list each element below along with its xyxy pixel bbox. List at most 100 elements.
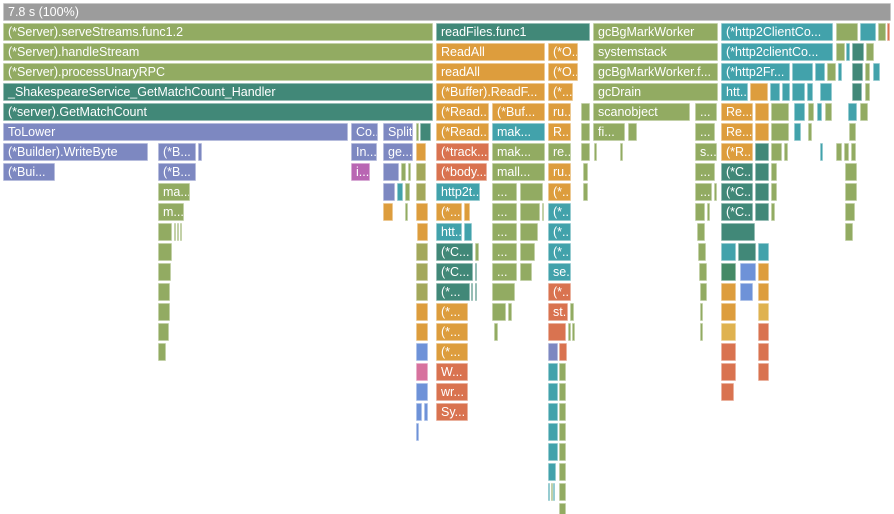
frame-cell[interactable]: http2t... [436, 183, 480, 201]
frame-cell[interactable] [548, 323, 566, 341]
frame-cell[interactable] [738, 243, 756, 261]
frame-cell[interactable] [755, 123, 769, 141]
frame-cell[interactable] [844, 143, 849, 161]
frame-cell[interactable] [548, 423, 558, 441]
frame-cell[interactable] [559, 383, 566, 401]
frame-cell[interactable] [755, 103, 769, 121]
frame-cell[interactable] [860, 103, 868, 121]
frame-cell[interactable] [581, 103, 590, 121]
frame-cell[interactable]: (*... [548, 283, 571, 301]
frame-cell[interactable]: gcBgMarkWorker.f... [593, 63, 718, 81]
frame-cell[interactable]: (*Read... [436, 123, 489, 141]
frame-cell[interactable]: (*B... [158, 143, 196, 161]
frame-cell[interactable] [548, 383, 558, 401]
frame-cell[interactable] [416, 143, 426, 161]
frame-cell[interactable] [401, 163, 406, 181]
frame-cell[interactable]: ... [492, 223, 517, 241]
frame-cell[interactable] [887, 23, 890, 41]
frame-cell[interactable] [846, 43, 850, 61]
frame-cell[interactable]: Split [383, 123, 413, 141]
frame-cell[interactable] [808, 103, 814, 121]
frame-cell[interactable] [721, 363, 736, 381]
frame-cell[interactable] [750, 83, 768, 101]
frame-cell[interactable] [158, 263, 171, 281]
frame-cell[interactable]: (*R... [721, 143, 753, 161]
frame-cell[interactable]: gcDrain [593, 83, 718, 101]
frame-cell[interactable] [700, 283, 707, 301]
frame-cell[interactable] [758, 303, 769, 321]
frame-cell[interactable] [758, 243, 769, 261]
frame-cell[interactable] [770, 83, 780, 101]
frame-cell[interactable]: (*... [548, 243, 571, 261]
frame-cell[interactable]: ma... [158, 183, 190, 201]
frame-cell[interactable] [845, 163, 857, 181]
frame-cell[interactable] [548, 443, 558, 461]
frame-cell[interactable] [771, 123, 789, 141]
frame-cell[interactable]: (*Server).handleStream [3, 43, 433, 61]
frame-cell[interactable]: st... [548, 303, 568, 321]
frame-cell[interactable]: (*... [436, 343, 468, 361]
frame-cell[interactable]: (*... [436, 283, 470, 301]
frame-cell[interactable]: (*C... [436, 243, 473, 261]
frame-cell[interactable]: (*C... [721, 163, 753, 181]
frame-cell[interactable] [721, 383, 734, 401]
frame-cell[interactable] [721, 243, 736, 261]
frame-cell[interactable] [721, 323, 736, 341]
frame-cell[interactable] [158, 223, 172, 241]
frame-cell[interactable]: (*Builder).WriteByte [3, 143, 148, 161]
frame-cell[interactable]: m... [158, 203, 184, 221]
frame-cell[interactable]: mak... [492, 123, 545, 141]
frame-cell[interactable] [174, 223, 176, 241]
frame-cell[interactable] [548, 363, 558, 381]
frame-cell[interactable] [158, 243, 172, 261]
frame-cell[interactable]: (*C... [721, 183, 753, 201]
frame-cell[interactable] [559, 403, 566, 421]
frame-cell[interactable]: (*Server).processUnaryRPC [3, 63, 433, 81]
frame-cell[interactable] [827, 63, 836, 81]
frame-cell[interactable]: (*B... [158, 163, 196, 181]
frame-cell[interactable]: htt... [721, 83, 748, 101]
frame-cell[interactable] [471, 283, 473, 301]
frame-cell[interactable] [721, 283, 736, 301]
frame-cell[interactable] [416, 423, 419, 441]
frame-cell[interactable] [548, 483, 550, 501]
frame-cell[interactable]: mak... [492, 143, 545, 161]
frame-cell[interactable]: (*... [436, 323, 468, 341]
frame-cell[interactable] [836, 143, 842, 161]
frame-cell[interactable]: gcBgMarkWorker [593, 23, 718, 41]
frame-cell[interactable] [583, 183, 588, 201]
frame-cell[interactable] [559, 363, 566, 381]
frame-cell[interactable]: (*server).GetMatchCount [3, 103, 433, 121]
frame-cell[interactable] [794, 123, 801, 141]
frame-cell[interactable] [784, 143, 788, 161]
frame-cell[interactable] [628, 123, 637, 141]
frame-cell[interactable] [740, 263, 756, 281]
frame-cell[interactable]: (*Server).serveStreams.func1.2 [3, 23, 433, 41]
frame-cell[interactable] [721, 223, 755, 241]
frame-cell[interactable] [700, 303, 703, 321]
frame-cell[interactable]: ge... [383, 143, 413, 161]
frame-cell[interactable] [492, 303, 506, 321]
frame-cell[interactable] [416, 263, 428, 281]
flamegraph-root-frame[interactable]: 7.8 s (100%) [3, 3, 891, 21]
frame-cell[interactable] [721, 303, 736, 321]
frame-cell[interactable]: ... [695, 163, 715, 181]
frame-cell[interactable] [721, 343, 736, 361]
frame-cell[interactable]: (*http2ClientCo... [721, 23, 833, 41]
frame-cell[interactable]: Sy... [436, 403, 468, 421]
frame-cell[interactable] [695, 203, 705, 221]
frame-cell[interactable]: re... [548, 143, 571, 161]
frame-cell[interactable] [707, 203, 710, 221]
frame-cell[interactable] [572, 323, 575, 341]
frame-cell[interactable] [807, 83, 813, 101]
frame-cell[interactable] [755, 203, 769, 221]
frame-cell[interactable] [755, 143, 769, 161]
frame-cell[interactable] [551, 483, 553, 501]
frame-cell[interactable] [755, 183, 769, 201]
frame-cell[interactable] [758, 323, 769, 341]
frame-cell[interactable]: (*Buf... [492, 103, 545, 121]
frame-cell[interactable] [420, 123, 431, 141]
frame-cell[interactable] [520, 183, 543, 201]
frame-cell[interactable]: Re... [721, 103, 753, 121]
frame-cell[interactable] [820, 83, 832, 101]
